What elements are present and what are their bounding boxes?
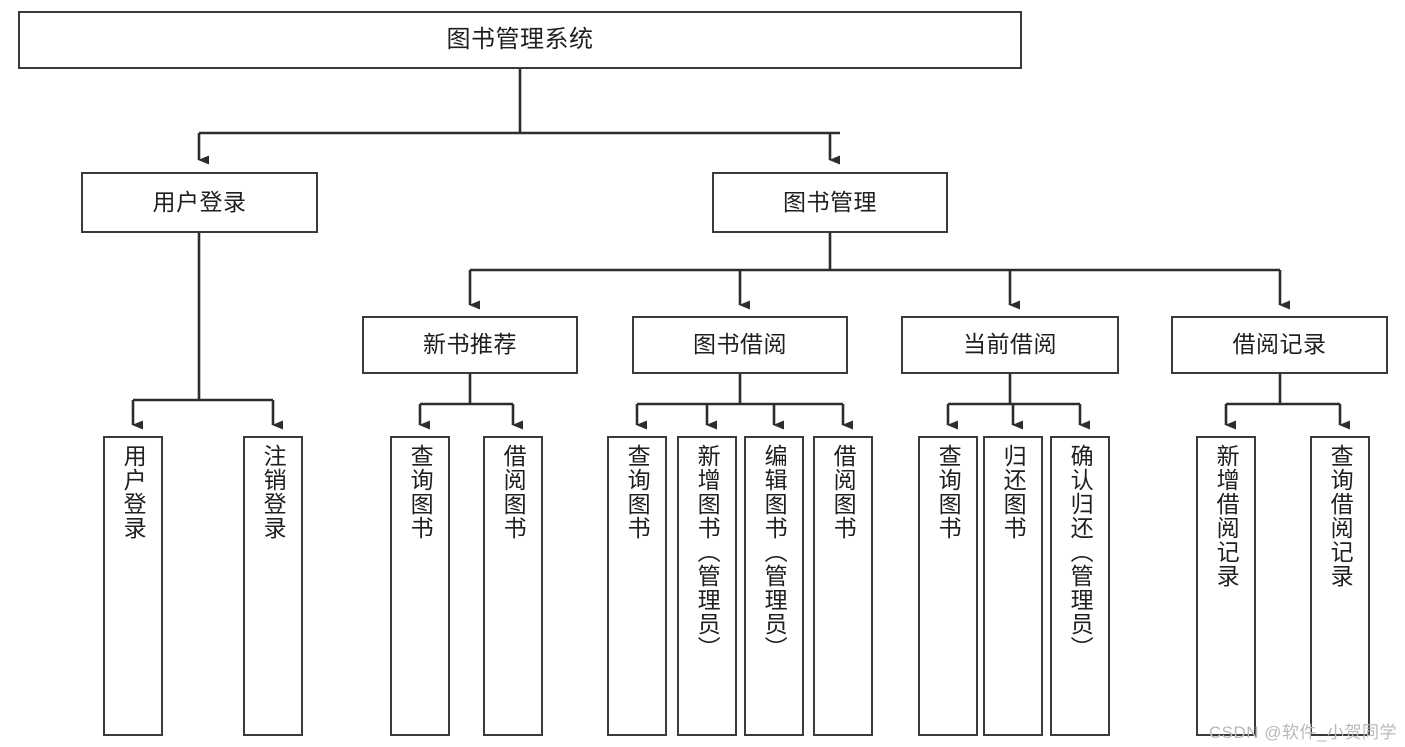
watermark-text: CSDN @软件_小贺同学 bbox=[1208, 723, 1397, 742]
leaf-new-book-borrow[interactable]: 借阅图书 bbox=[483, 436, 543, 736]
leaf-book-borrow-edit[interactable]: 编辑图书（管理员） bbox=[744, 436, 804, 736]
leaf-user-login-login[interactable]: 用户登录 bbox=[103, 436, 163, 736]
node-root-system[interactable]: 图书管理系统 bbox=[18, 11, 1022, 69]
node-label: 查询图书 bbox=[407, 444, 434, 540]
node-label: 图书借阅 bbox=[693, 331, 787, 358]
leaf-current-borrow-confirm[interactable]: 确认归还（管理员） bbox=[1050, 436, 1110, 736]
node-label: 编辑图书（管理员） bbox=[761, 444, 788, 660]
leaf-borrow-record-add[interactable]: 新增借阅记录 bbox=[1196, 436, 1256, 736]
node-label: 新书推荐 bbox=[423, 331, 517, 358]
node-book-management[interactable]: 图书管理 bbox=[712, 172, 948, 233]
leaf-book-borrow-add[interactable]: 新增图书（管理员） bbox=[677, 436, 737, 736]
leaf-book-borrow-lend[interactable]: 借阅图书 bbox=[813, 436, 873, 736]
node-label: 借阅图书 bbox=[500, 444, 527, 540]
node-label: 图书管理 bbox=[783, 188, 877, 215]
node-user-login[interactable]: 用户登录 bbox=[81, 172, 318, 233]
leaf-book-borrow-query[interactable]: 查询图书 bbox=[607, 436, 667, 736]
node-label: 查询借阅记录 bbox=[1327, 444, 1354, 588]
node-label: 查询图书 bbox=[624, 444, 651, 540]
leaf-new-book-query[interactable]: 查询图书 bbox=[390, 436, 450, 736]
leaf-current-borrow-query[interactable]: 查询图书 bbox=[918, 436, 978, 736]
node-current-borrow[interactable]: 当前借阅 bbox=[901, 316, 1119, 374]
leaf-borrow-record-query[interactable]: 查询借阅记录 bbox=[1310, 436, 1370, 736]
node-label: 归还图书 bbox=[1000, 444, 1027, 540]
node-label: 确认归还（管理员） bbox=[1067, 444, 1094, 660]
leaf-user-login-logout[interactable]: 注销登录 bbox=[243, 436, 303, 736]
node-new-book-recommend[interactable]: 新书推荐 bbox=[362, 316, 578, 374]
node-label: 当前借阅 bbox=[963, 331, 1057, 358]
node-borrow-record[interactable]: 借阅记录 bbox=[1171, 316, 1388, 374]
node-label: 图书管理系统 bbox=[446, 25, 594, 53]
node-book-borrow[interactable]: 图书借阅 bbox=[632, 316, 848, 374]
node-label: 新增图书（管理员） bbox=[694, 444, 721, 660]
node-label: 注销登录 bbox=[260, 444, 287, 540]
node-label: 用户登录 bbox=[120, 444, 147, 540]
node-label: 用户登录 bbox=[152, 188, 247, 215]
node-label: 查询图书 bbox=[935, 444, 962, 540]
node-label: 借阅图书 bbox=[830, 444, 857, 540]
node-label: 新增借阅记录 bbox=[1213, 444, 1240, 588]
leaf-current-borrow-return[interactable]: 归还图书 bbox=[983, 436, 1043, 736]
node-label: 借阅记录 bbox=[1232, 331, 1327, 358]
